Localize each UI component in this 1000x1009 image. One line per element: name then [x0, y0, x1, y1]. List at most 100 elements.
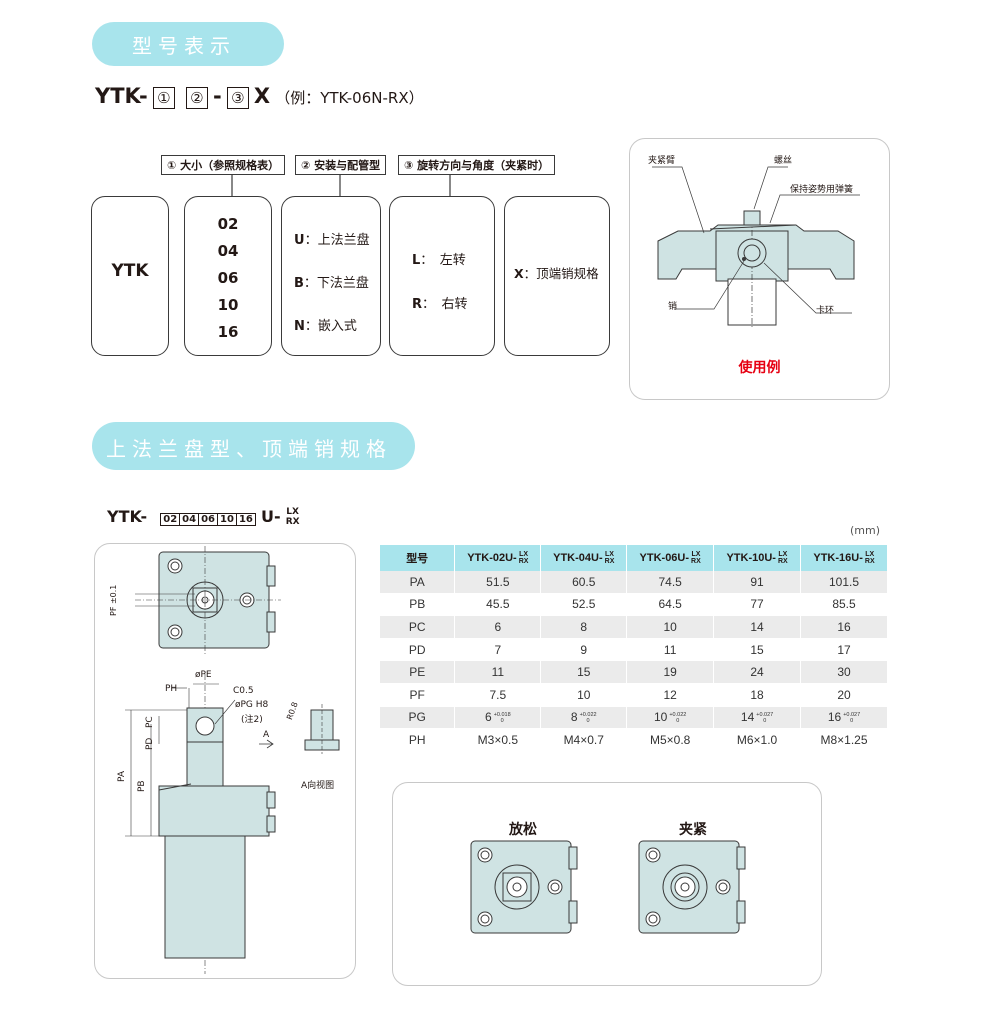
table-cell: 85.5	[800, 593, 888, 617]
dim-label-note: (注2)	[241, 715, 263, 725]
size-list: 02 04 06 10 16	[185, 211, 271, 346]
model-name: YTK-06U-	[639, 551, 690, 564]
box-mount: U：上法兰盘 B：下法兰盘 N：嵌入式	[281, 196, 381, 356]
table-cell: 6	[454, 615, 542, 639]
size-item: 06	[217, 269, 239, 287]
size-item: 16	[217, 323, 239, 341]
pg-value: 8	[570, 710, 578, 725]
usage-example-drawing	[652, 166, 860, 329]
table-cell: 91	[713, 571, 802, 594]
pg-value: 16	[827, 710, 842, 725]
mount-item-b: B：下法兰盘	[294, 262, 370, 305]
pin-key: X	[514, 266, 524, 281]
tol-upper: +0.018	[493, 712, 511, 719]
table-cell: 45.5	[454, 593, 542, 617]
dim-label-pe: øPE	[195, 670, 212, 680]
table-row: PC 6 8 10 14 16	[380, 615, 888, 639]
table-cell: M3×0.5	[454, 728, 542, 752]
table-cell: 30	[800, 660, 888, 684]
rotation-list: L： 左转 R： 右转	[412, 239, 468, 327]
table-cell: 7.5	[454, 683, 542, 707]
mount-list: U：上法兰盘 B：下法兰盘 N：嵌入式	[294, 219, 370, 348]
table-cell: 15	[540, 660, 628, 684]
dim-label-pd: PD	[145, 737, 155, 750]
dir-top: LX	[778, 551, 788, 558]
table-cell: 74.5	[626, 571, 715, 594]
code-dir-bottom: RX	[285, 516, 300, 527]
table-cell-name: PC	[380, 615, 456, 639]
table-cell: 8	[540, 615, 628, 639]
table-cell: 12	[626, 683, 715, 707]
code-size: 16	[236, 513, 256, 526]
mount-text: ：嵌入式	[304, 319, 357, 334]
table-cell: 51.5	[454, 571, 542, 594]
dim-label-pf: PF ±0.1	[109, 584, 118, 616]
box-ytk-text: YTK	[111, 261, 149, 281]
code-number-3: ③	[226, 87, 249, 109]
dim-label-aview: A向视图	[301, 781, 335, 791]
dim-label-ph: PH	[165, 684, 178, 694]
mount-text: ：上法兰盘	[304, 233, 370, 248]
dim-label-a: A	[263, 730, 270, 740]
table-cell: 77	[713, 593, 802, 617]
state-release-label: 放松	[509, 822, 537, 838]
table-cell-name: PB	[380, 593, 456, 617]
box-sizes: 02 04 06 10 16	[184, 196, 272, 356]
state-clamp-label: 夹紧	[679, 822, 707, 838]
code-size: 10	[218, 513, 237, 526]
dir-top: LX	[605, 551, 614, 558]
table-cell: 7	[454, 638, 542, 662]
size-item: 02	[217, 215, 239, 233]
table-cell-name: PA	[380, 571, 456, 594]
code-suffix: U-	[260, 507, 281, 526]
table-cell: 10	[540, 683, 628, 707]
table-cell-name: PH	[380, 728, 456, 752]
code-prefix: YTK-	[95, 84, 148, 108]
rotation-text: ： 右转	[422, 297, 468, 312]
tol-upper: +0.027	[756, 712, 774, 719]
dim-label-pc: PC	[145, 716, 155, 728]
mount-text: ：下法兰盘	[303, 276, 369, 291]
code-prefix: YTK-	[107, 507, 148, 526]
usage-example-panel: 夹紧臂 螺丝 保持姿势用弹簧 销 卡环 使用例	[629, 138, 890, 400]
usage-label-arm: 夹紧臂	[648, 156, 676, 166]
usage-label-ring: 卡环	[816, 306, 835, 316]
tol-lower: 0	[763, 718, 767, 725]
table-cell: 101.5	[800, 571, 888, 594]
code-example: （例：YTK-06N-RX）	[275, 89, 424, 107]
pg-value: 14	[740, 710, 755, 725]
table-cell: 60.5	[540, 571, 628, 594]
label-connectors	[231, 175, 451, 196]
pg-value: 6	[485, 710, 492, 725]
usage-label-pin: 销	[668, 302, 678, 312]
table-cell-name: PD	[380, 638, 456, 662]
label-rotation: ③ 旋转方向与角度（夹紧时）	[398, 155, 556, 175]
usage-label-spring: 保持姿势用弹簧	[790, 185, 854, 195]
dir-top: LX	[691, 551, 701, 558]
dir-bottom: RX	[864, 558, 875, 565]
code-size: 04	[180, 513, 200, 526]
table-cell: 19	[626, 660, 715, 684]
box-rotation: L： 左转 R： 右转	[389, 196, 495, 356]
size-item: 10	[217, 296, 239, 314]
box-ytk: YTK	[91, 196, 169, 356]
dir-bottom: RX	[777, 558, 788, 565]
table-cell: 17	[800, 638, 888, 662]
table-cell-name: PG	[380, 706, 456, 730]
tol-lower: 0	[586, 718, 590, 725]
pin-item: X：顶端销规格	[514, 263, 599, 282]
rotation-key: R	[412, 297, 423, 312]
dir-bottom: RX	[518, 558, 529, 565]
dimension-drawing	[125, 546, 340, 974]
